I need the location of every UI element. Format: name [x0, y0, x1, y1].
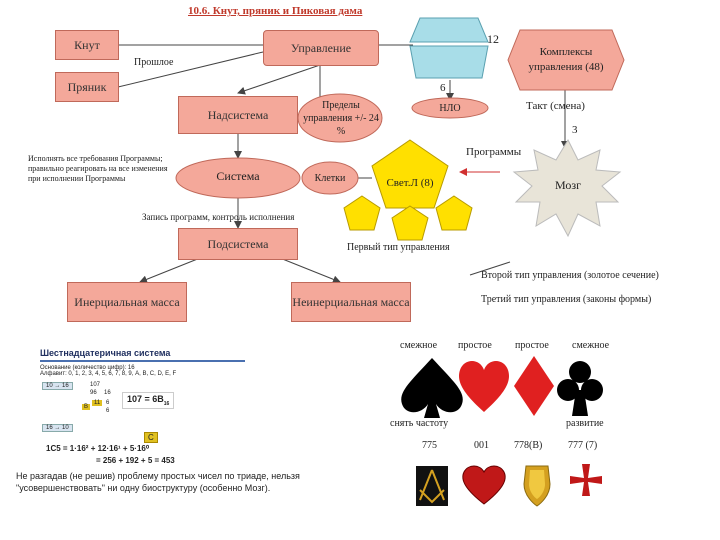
svetl-label: Свет.Л (8)	[386, 177, 434, 189]
hex-result-text: 107 = 6B	[127, 394, 164, 404]
kletki-label: Клетки	[314, 172, 346, 184]
razvitie-label: развитие	[566, 418, 604, 429]
hex-c-box: C	[144, 432, 158, 443]
svetl-pentagon-right	[435, 195, 473, 231]
red-heart-gem-icon	[462, 465, 506, 505]
hex-div-mid2: 96	[90, 390, 97, 396]
line-pod-neinerc	[279, 257, 341, 284]
number-2: 001	[474, 440, 489, 451]
predely-ellipse	[297, 93, 383, 143]
spade-icon	[401, 358, 463, 418]
hex-alfavit: Алфавит: 0, 1, 2, 3, 4, 5, 6, 7, 8, 9, A…	[40, 371, 177, 377]
knut-box: Кнут	[55, 30, 119, 60]
heart-icon	[459, 361, 509, 412]
hex-conv1: 10 → 16	[42, 382, 73, 390]
nadsistema-box: Надсистема	[178, 96, 298, 134]
hex-formula1-text: 1C5 = 1·16² + 12·16¹ + 5·16⁰	[46, 444, 150, 453]
line-pryanik-upr	[117, 51, 264, 88]
line-pod-inerc	[139, 257, 201, 284]
line-upr-nadsys	[237, 64, 321, 95]
nlo-ellipse	[411, 97, 489, 119]
hex-heading: Шестнадцатеричная система	[40, 348, 245, 362]
hex-div-top: 107	[90, 382, 101, 388]
hex-div-rem1: 11	[92, 400, 103, 406]
line-vtoroy	[469, 261, 511, 276]
page-title: 10.6. Кнут, пряник и Пиковая дама	[188, 5, 363, 17]
svetl-pentagon-left	[343, 195, 381, 231]
label-6: 6	[440, 82, 446, 94]
perviy-label: Первый тип управления	[347, 242, 450, 253]
number-4: 777 (7)	[568, 440, 598, 451]
takt-label: Такт (смена)	[526, 100, 585, 112]
hex-inset: Шестнадцатеричная система Основание (кол…	[40, 348, 245, 468]
mozg-label: Мозг	[555, 178, 582, 192]
card-label-3: простое	[515, 340, 549, 351]
hex-div-mid1: 16	[104, 390, 111, 396]
hex-div-q: 6	[106, 400, 110, 406]
inerc-box: Инерциальная масса	[67, 282, 187, 322]
label-3: 3	[572, 124, 578, 136]
nlo-label: НЛО	[439, 102, 461, 114]
hex-div-rem2: 6	[106, 408, 110, 414]
compass-square-icon	[416, 466, 448, 506]
sistema-ellipse	[175, 157, 301, 199]
card-label-1: смежное	[400, 340, 438, 351]
neinerc-box: Неинерциальная масса	[291, 282, 411, 322]
number-3: 778(В)	[514, 440, 543, 451]
hex-osnovanie: Основание (количество цифр): 16	[40, 365, 135, 371]
hex-result: 107 = 6B16	[122, 392, 175, 409]
bottom-note: Не разгадав (не решив) проблему простых …	[16, 471, 300, 493]
number-1: 775	[422, 440, 437, 451]
label-12: 12	[487, 32, 499, 46]
templar-cross-icon	[570, 464, 602, 496]
card-label-2: простое	[458, 340, 492, 351]
kompleksy-label: Комплексы управления (48)	[528, 46, 604, 73]
club-icon	[557, 361, 603, 416]
svetl-pentagon-mid	[391, 205, 429, 241]
kompleksy-hexagon	[507, 29, 625, 91]
vtoroy-label: Второй тип управления (золотое сечение)	[481, 270, 659, 281]
pryanik-box: Пряник	[55, 72, 119, 102]
zapis-label: Запись программ, контроль исполнения	[142, 212, 295, 222]
mozg-starburst	[512, 138, 622, 238]
cylinder-stack	[409, 17, 489, 79]
proshloe-label: Прошлое	[134, 57, 174, 68]
programmy-label: Программы	[466, 146, 522, 158]
hex-formula1: 1C5 = 1·16² + 12·16¹ + 5·16⁰	[46, 444, 149, 453]
gold-shield-icon	[523, 465, 551, 507]
hex-result-sub: 16	[163, 400, 170, 407]
tretiy-label: Третий тип управления (законы формы)	[481, 294, 652, 305]
instruction-text: Исполнять все требования Программы; прав…	[28, 154, 168, 183]
snyat-label: снять частоту	[390, 418, 449, 429]
sistema-label: Система	[216, 168, 260, 183]
hex-formula2: = 256 + 192 + 5 = 453	[96, 456, 175, 465]
predely-label: Пределы управления +/- 24 %	[303, 99, 379, 137]
card-label-4: смежное	[572, 340, 610, 351]
hex-b-letter: B	[82, 404, 91, 410]
kletki-ellipse	[301, 161, 359, 195]
diamond-icon	[514, 356, 554, 416]
upravlenie-box: Управление	[263, 30, 379, 66]
hex-conv2: 16 → 10	[42, 424, 73, 432]
podsistema-box: Подсистема	[178, 228, 298, 260]
